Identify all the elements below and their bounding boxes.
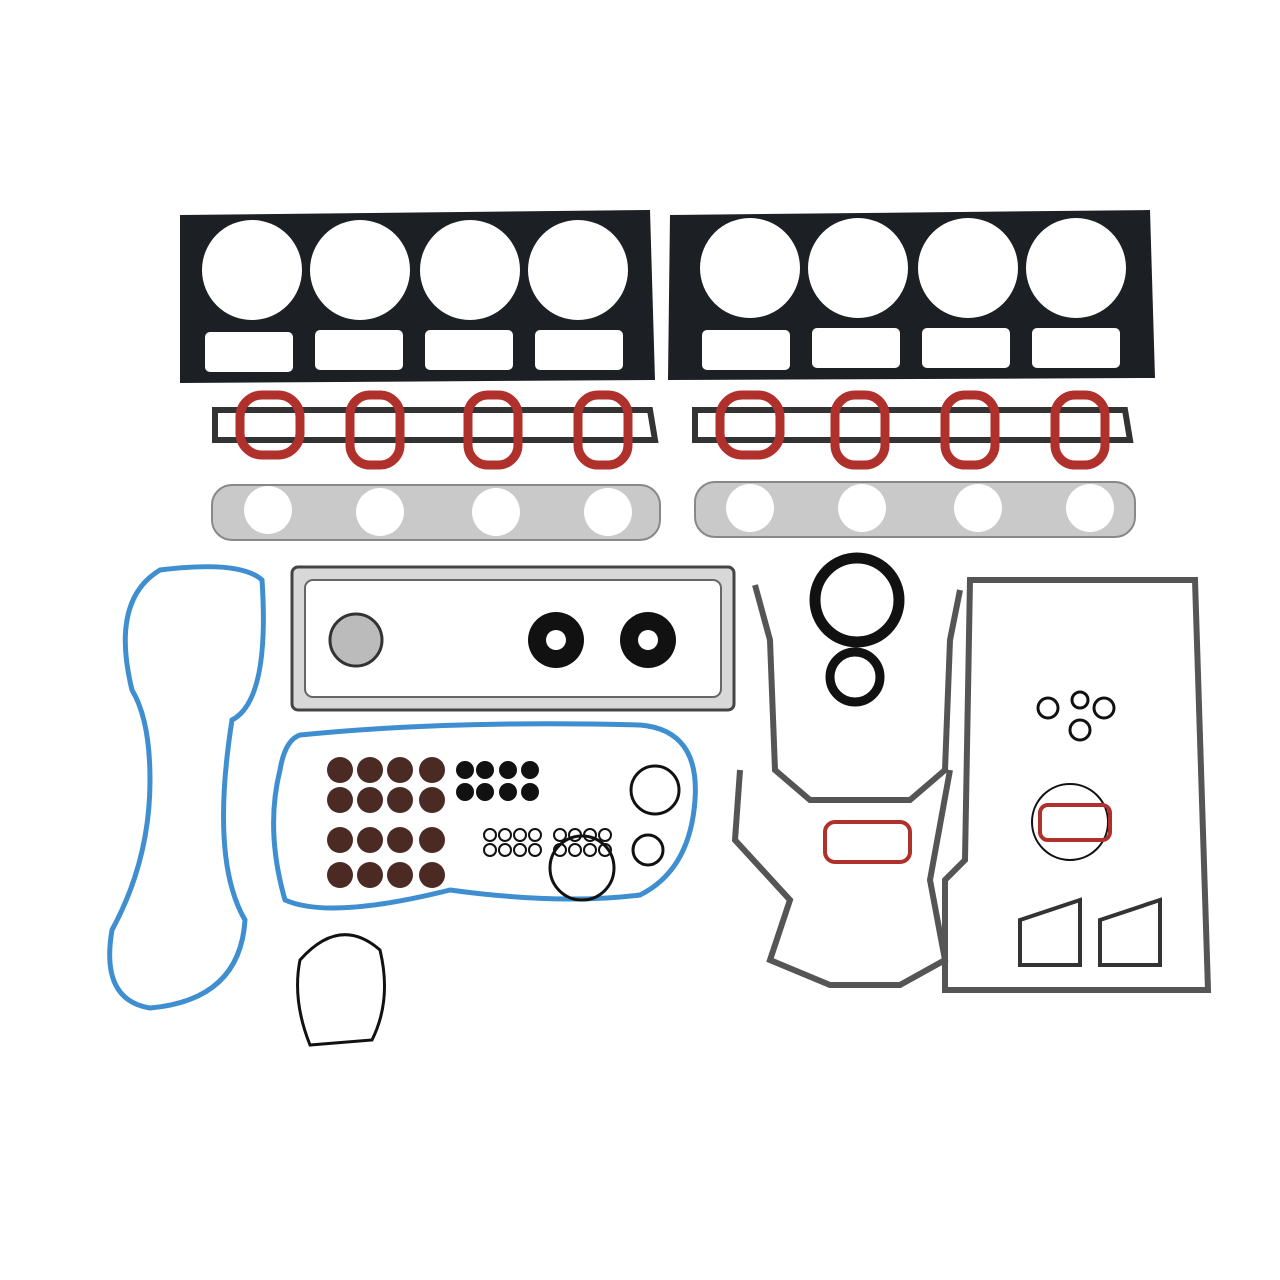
valve-stem-seal [357, 787, 383, 813]
valve-seal-black [499, 761, 517, 779]
small-o-ring [583, 843, 597, 857]
valve-stem-seal [419, 787, 445, 813]
valley-cover-gasket [290, 565, 736, 712]
valve-stem-seal [387, 787, 413, 813]
valve-seal-black [521, 783, 539, 801]
valve-stem-seal [327, 787, 353, 813]
valley-seal-ring [271, 721, 698, 911]
valve-seal-black [456, 761, 474, 779]
valve-stem-seal [327, 862, 353, 888]
small-o-ring [498, 828, 512, 842]
valve-stem-seal [387, 827, 413, 853]
small-o-ring [568, 843, 582, 857]
valve-seal-black [476, 761, 494, 779]
valve-cover-seal [107, 564, 266, 1011]
valve-seal-black [476, 783, 494, 801]
valve-stem-seal [419, 757, 445, 783]
timing-cover-gasket [752, 552, 963, 803]
intake-manifold-gasket-left [212, 390, 659, 470]
small-o-ring [598, 828, 612, 842]
small-o-ring [513, 843, 527, 857]
rear-cover-gasket [731, 769, 953, 988]
valve-stem-seal [357, 827, 383, 853]
valve-stem-seal [419, 827, 445, 853]
valve-stem-seal [327, 827, 353, 853]
small-o-ring [498, 843, 512, 857]
valve-seal-black [521, 761, 539, 779]
valve-seal-black [499, 783, 517, 801]
valve-seal-black [456, 783, 474, 801]
cylinder-head-gasket-left [180, 210, 655, 383]
water-pump-gasket [296, 933, 386, 1047]
small-o-ring [528, 843, 542, 857]
valve-stem-seals [327, 757, 612, 888]
cylinder-head-gasket-right [668, 210, 1155, 380]
small-o-ring [483, 828, 497, 842]
exhaust-manifold-gasket-left [211, 484, 661, 541]
valve-stem-seal [387, 862, 413, 888]
oil-pan-gasket [942, 577, 1212, 993]
valve-stem-seal [357, 862, 383, 888]
valve-stem-seal [357, 757, 383, 783]
small-o-ring [528, 828, 542, 842]
valve-stem-seal [387, 757, 413, 783]
valve-stem-seal [327, 757, 353, 783]
small-o-ring [553, 828, 567, 842]
small-o-ring [483, 843, 497, 857]
exhaust-manifold-gasket-right [694, 481, 1136, 538]
intake-manifold-gasket-right [692, 390, 1134, 470]
small-o-ring [513, 828, 527, 842]
valve-stem-seal [419, 862, 445, 888]
